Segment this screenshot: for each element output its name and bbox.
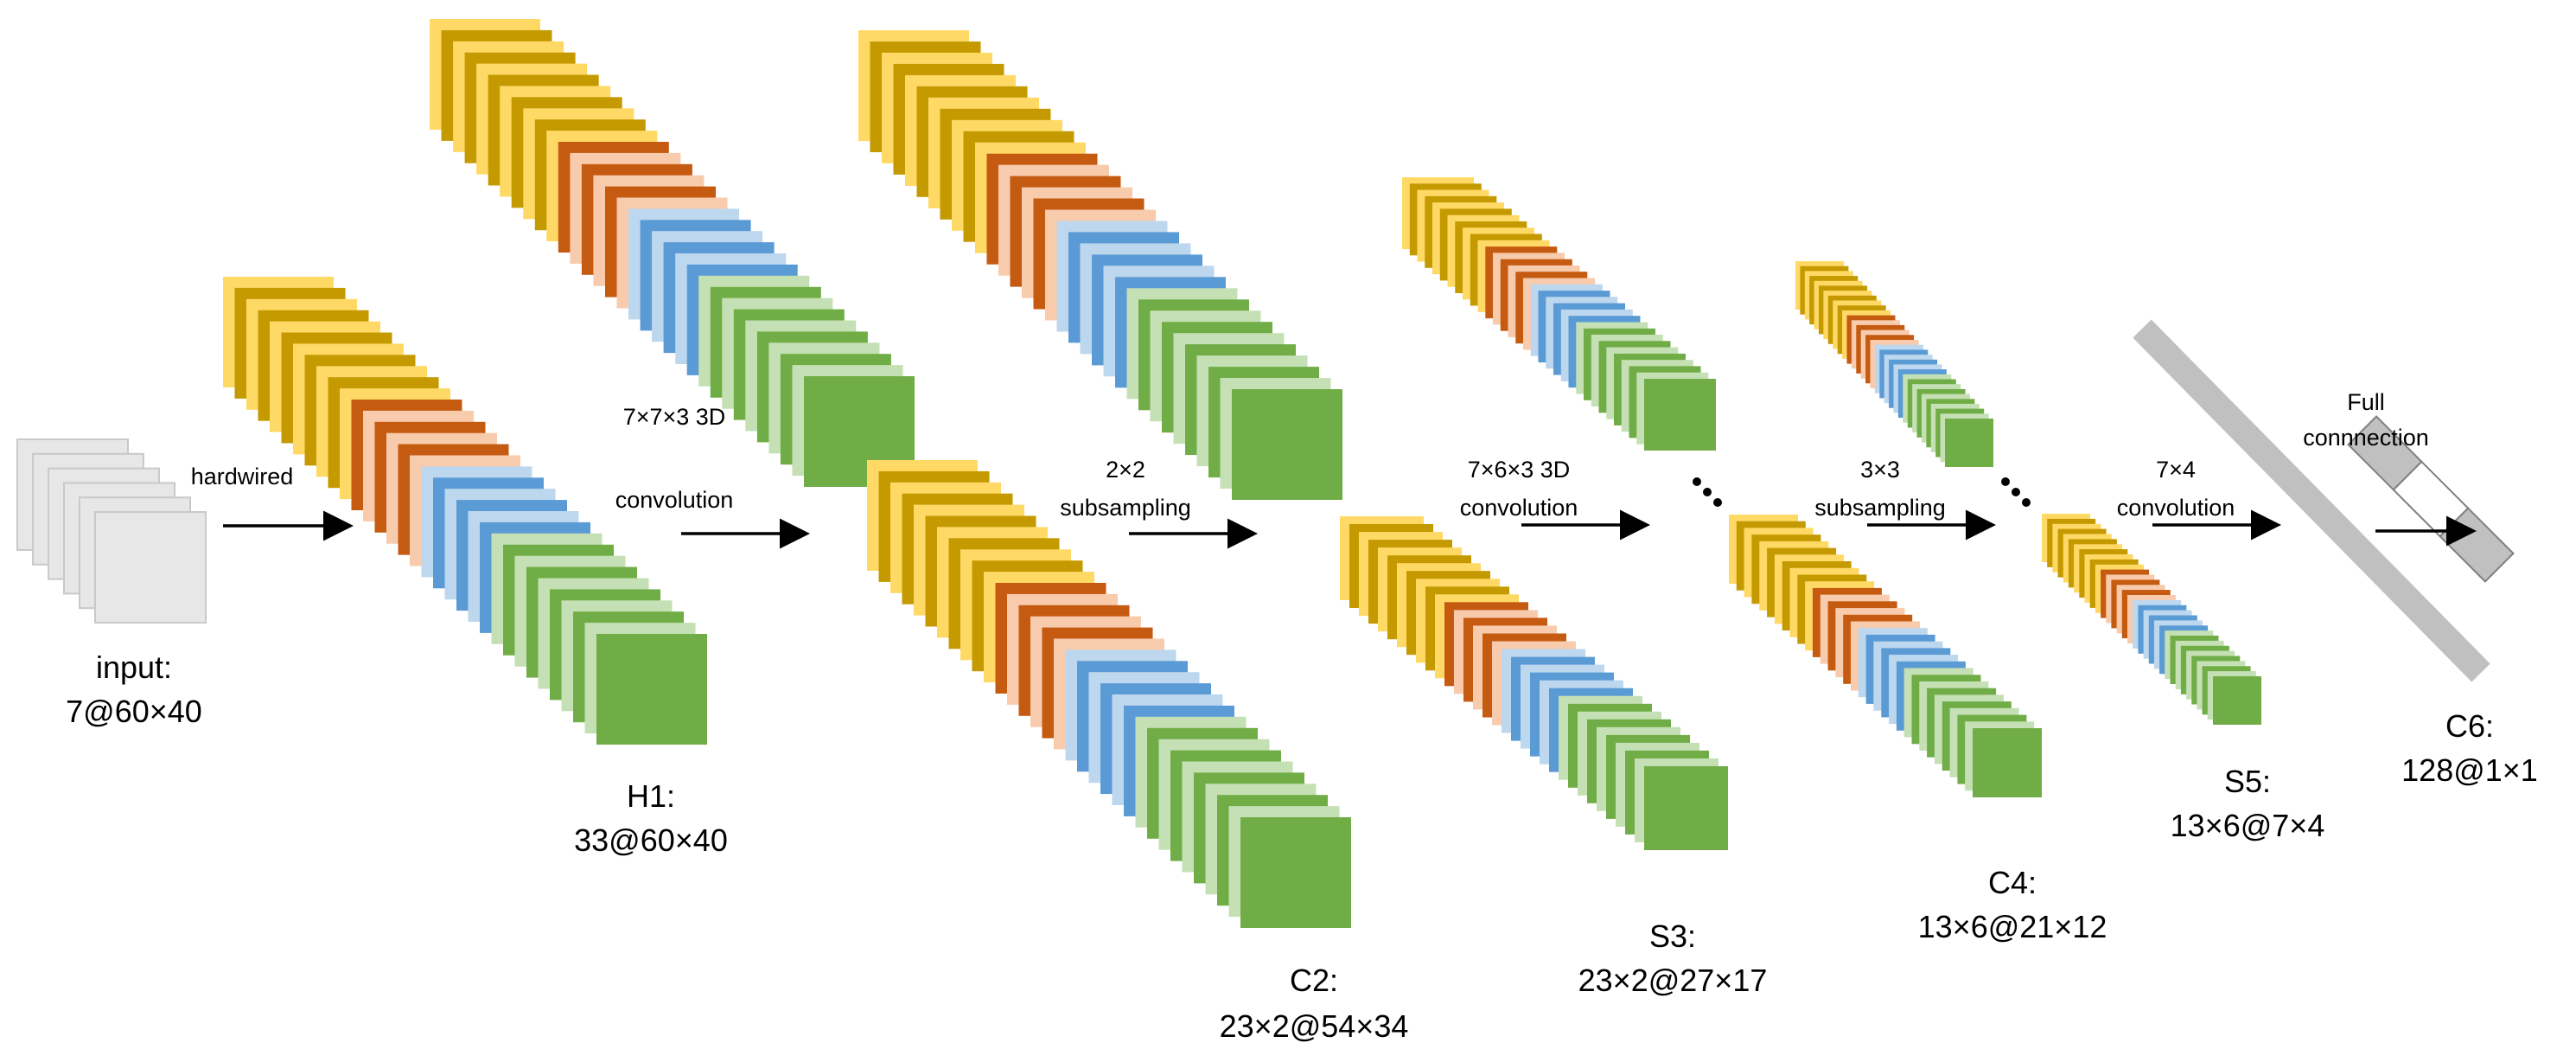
op-label-conv2-line2: convolution	[1460, 495, 1578, 521]
layer-name-c2: C2:	[1290, 963, 1338, 998]
op-label-sub2-line1: 3×3	[1860, 457, 1900, 483]
op-label-full-line2: connnection	[2303, 425, 2429, 451]
feature-map-stacks	[16, 19, 2261, 928]
feature-map-c4-top-33	[1945, 419, 1993, 467]
feature-map-c4-bottom-33	[1973, 728, 2042, 797]
stack-h1-bottom	[223, 277, 707, 745]
layer-name-c6: C6:	[2445, 708, 2494, 744]
layer-dims-c4: 13×6@21×12	[1918, 909, 2107, 944]
feature-map-input-6	[94, 511, 207, 624]
stack-s5	[2042, 514, 2261, 725]
ellipsis-dots-1	[1693, 477, 1722, 507]
layer-dims-h1: 33@60×40	[574, 822, 728, 858]
layer-name-h1: H1:	[627, 778, 675, 814]
op-label-sub1-line1: 2×2	[1106, 457, 1145, 483]
feature-map-s3-bottom-33	[1644, 766, 1728, 850]
layer-dims-s3: 23×2@27×17	[1578, 963, 1768, 998]
layer-dims-c2: 23×2@54×34	[1220, 1008, 1409, 1044]
stack-c4-bottom	[1729, 515, 2042, 797]
ellipsis-dots-2	[2001, 477, 2031, 507]
op-label-sub1-line2: subsampling	[1060, 495, 1191, 521]
feature-map-c2-bottom-33	[1240, 817, 1351, 928]
stack-s3-bottom	[1340, 516, 1728, 850]
feature-map-h1-bottom-33	[596, 634, 707, 745]
feature-map-s5-33	[2213, 676, 2261, 725]
layer-name-s3: S3:	[1649, 918, 1696, 954]
layer-name-c4: C4:	[1988, 865, 2037, 900]
op-label-full-line1: Full	[2347, 389, 2385, 415]
feature-map-c2-top-33	[1232, 389, 1342, 500]
op-label-conv3-line1: 7×4	[2156, 457, 2196, 483]
stack-c4-top	[1795, 261, 1993, 467]
layer-dims-input: 7@60×40	[66, 694, 202, 729]
stack-c2-bottom	[867, 460, 1351, 928]
op-label-conv2-line1: 7×6×3 3D	[1468, 457, 1571, 483]
op-label-conv1-line2: convolution	[615, 487, 734, 513]
op-label-conv1-line1: 7×7×3 3D	[623, 404, 726, 430]
layer-name-input: input:	[96, 649, 172, 685]
feature-map-s3-top-33	[1644, 379, 1716, 451]
stack-s3-top	[1402, 177, 1716, 451]
op-label-sub2-line2: subsampling	[1814, 495, 1946, 521]
layer-name-s5: S5:	[2224, 764, 2271, 799]
layer-dims-c6: 128@1×1	[2401, 752, 2538, 788]
stack-c2-top	[858, 30, 1342, 500]
layer-dims-s5: 13×6@7×4	[2171, 808, 2325, 843]
op-label-hardwired: hardwired	[191, 464, 294, 489]
stack-input	[16, 438, 207, 624]
full-connection-bar	[2133, 319, 2490, 682]
stack-h1-top	[430, 19, 915, 487]
op-label-conv3-line2: convolution	[2117, 495, 2235, 521]
